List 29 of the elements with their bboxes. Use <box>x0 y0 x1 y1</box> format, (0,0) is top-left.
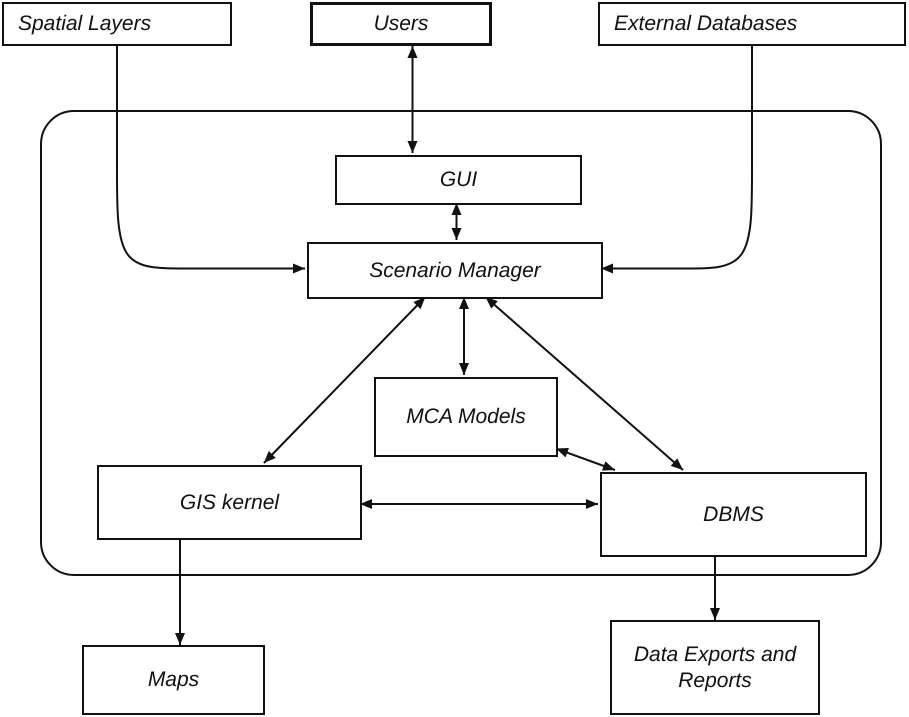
process-box <box>598 2 906 46</box>
process-box <box>310 2 492 46</box>
node-label: Maps <box>148 667 200 693</box>
arrow <box>459 297 469 375</box>
arrow <box>175 538 185 645</box>
process-box <box>82 645 265 715</box>
arrow <box>452 203 462 240</box>
node-label: Scenario Manager <box>369 258 541 284</box>
node-label: External Databases <box>614 11 798 37</box>
arrow <box>710 555 720 620</box>
process-box <box>2 2 232 46</box>
node-label: Users <box>374 11 428 37</box>
process-box <box>600 472 867 557</box>
process-box <box>335 155 582 205</box>
process-box <box>610 620 820 715</box>
process-box <box>97 465 362 540</box>
node-label: Data Exports and Reports <box>632 642 798 693</box>
node-label: MCA Models <box>406 404 526 430</box>
arrow <box>601 46 753 274</box>
arrow <box>408 46 418 153</box>
node-label: GIS kernel <box>180 490 280 516</box>
node-label: GUI <box>440 167 478 193</box>
arrow <box>116 46 305 274</box>
node-label: Spatial Layers <box>18 11 152 37</box>
process-box <box>374 377 558 457</box>
arrow <box>360 499 598 509</box>
system-boundary <box>40 110 882 576</box>
node-label: DBMS <box>703 502 764 528</box>
process-box <box>307 242 603 299</box>
